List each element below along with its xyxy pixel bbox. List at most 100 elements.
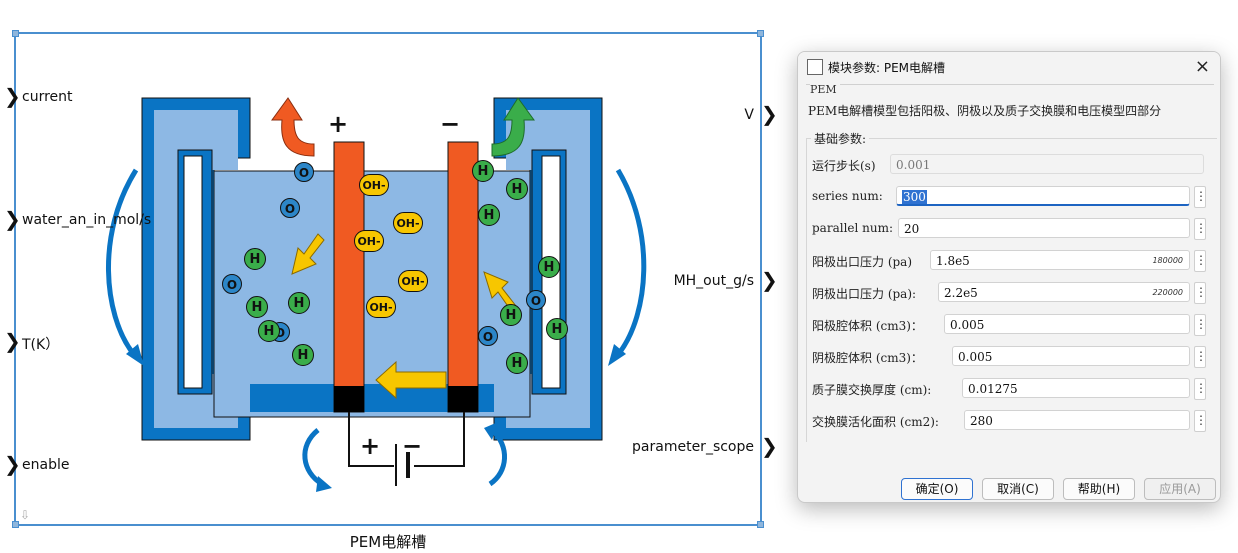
oxygen-atom: O [526, 290, 546, 310]
input-chevron-icon: ❯ [4, 207, 21, 231]
oh-ion: OH- [359, 174, 389, 196]
param-row: 阴极腔体积 (cm3)：0.005⋮ [812, 346, 1212, 368]
param-value: 20 [904, 222, 920, 236]
more-options-icon[interactable]: ⋮ [1194, 314, 1207, 336]
resize-handle[interactable] [757, 30, 764, 37]
param-row: 运行步长(s) 0.001 [812, 154, 1212, 176]
param-row: 阳极出口压力 (pa) 1.8e5 180000 ⋮ [812, 250, 1212, 272]
param-input[interactable]: 1.8e5 180000 [930, 250, 1190, 270]
block-parameters-dialog: 模块参数: PEM电解槽 × PEM PEM电解槽模型包括阳极、阴极以及质子交换… [797, 51, 1221, 503]
param-label: 阳极出口压力 (pa) [812, 255, 913, 269]
more-options-icon[interactable]: ⋮ [1194, 218, 1207, 240]
dialog-title: 模块参数: PEM电解槽 [828, 61, 946, 75]
more-options-icon[interactable]: ⋮ [1194, 410, 1207, 432]
block-name[interactable]: PEM电解槽 [349, 533, 427, 551]
hydrogen-atom: H [292, 344, 314, 366]
hydrogen-atom: H [500, 304, 522, 326]
hydrogen-atom: H [478, 204, 500, 226]
param-value: 0.01275 [968, 382, 1018, 396]
param-input[interactable]: 20 [898, 218, 1190, 238]
more-options-icon[interactable]: ⋮ [1194, 186, 1207, 208]
param-value: 2.2e5 [944, 286, 978, 300]
hydrogen-atom: H [258, 320, 280, 342]
param-value: 0.001 [896, 158, 931, 172]
input-port-current[interactable]: current [22, 89, 73, 105]
param-label: parallel num: [812, 221, 894, 235]
more-options-icon[interactable]: ⋮ [1194, 378, 1207, 400]
battery-plus-sign: + [360, 432, 381, 460]
param-input[interactable]: 0.005 [944, 314, 1190, 334]
param-row: 阴极出口压力 (pa): 2.2e5 220000 ⋮ [812, 282, 1212, 304]
oh-ion: OH- [393, 212, 423, 234]
oxygen-atom: O [280, 198, 300, 218]
group-label: 基础参数: [811, 130, 870, 147]
ok-button[interactable]: 确定(O) [901, 478, 973, 500]
param-row: series num: 300 ⋮ [812, 186, 1212, 208]
param-input[interactable]: 280 [964, 410, 1190, 430]
oh-ion: OH- [354, 230, 384, 252]
param-value: 300 [902, 190, 927, 204]
close-icon[interactable]: × [1194, 56, 1210, 77]
oh-ion: OH- [366, 296, 396, 318]
basic-parameters-group: 基础参数: 运行步长(s) 0.001 series num: 300 ⋮ paralle… [806, 130, 1217, 442]
oxygen-atom: O [478, 326, 498, 346]
hydrogen-atom: H [506, 178, 528, 200]
mask-description-group: PEM PEM电解槽模型包括阳极、阴极以及质子交换膜和电压模型四部分 [806, 83, 1214, 121]
simulink-block-icon [807, 59, 823, 75]
param-input[interactable]: 0.01275 [962, 378, 1190, 398]
output-port-parameter-scope[interactable]: parameter_scope [632, 439, 754, 455]
dialog-titlebar[interactable]: 模块参数: PEM电解槽 × [798, 52, 1220, 82]
step-size-field[interactable]: 0.001 [890, 154, 1204, 174]
input-port-enable[interactable]: enable [22, 457, 70, 473]
more-options-icon[interactable]: ⋮ [1194, 346, 1207, 368]
plus-sign: + [328, 110, 349, 138]
resize-handle[interactable] [757, 521, 764, 528]
input-chevron-icon: ❯ [4, 452, 21, 476]
output-port-v[interactable]: V [744, 107, 754, 123]
cancel-button[interactable]: 取消(C) [982, 478, 1054, 500]
param-input[interactable]: 0.005 [952, 346, 1190, 366]
param-label: 质子膜交换厚度 (cm): [812, 383, 932, 397]
oxygen-atom: O [222, 274, 242, 294]
param-value: 280 [970, 414, 993, 428]
input-chevron-icon: ❯ [4, 329, 21, 353]
oh-ion: OH- [398, 270, 428, 292]
apply-button[interactable]: 应用(A) [1144, 478, 1216, 500]
output-chevron-icon: ❯ [761, 102, 778, 126]
param-label: 阳极腔体积 (cm3)： [812, 319, 923, 333]
input-chevron-icon: ❯ [4, 84, 21, 108]
output-chevron-icon: ❯ [761, 434, 778, 458]
more-options-icon[interactable]: ⋮ [1194, 250, 1207, 272]
help-button[interactable]: 帮助(H) [1063, 478, 1135, 500]
input-port-temperature[interactable]: T(K） [22, 337, 60, 353]
param-label: 阴极出口压力 (pa): [812, 287, 917, 301]
param-label: series num: [812, 189, 883, 203]
input-port-water[interactable]: water_an_in_mol/s [22, 212, 152, 228]
resize-handle[interactable] [12, 521, 19, 528]
resize-handle[interactable] [12, 30, 19, 37]
evaluated-value: 180000 [1152, 256, 1183, 265]
evaluated-value: 220000 [1152, 288, 1183, 297]
param-value: 1.8e5 [936, 254, 970, 268]
more-options-icon[interactable]: ⋮ [1194, 282, 1207, 304]
param-label: 运行步长(s) [812, 159, 876, 173]
output-port-mh-out[interactable]: MH_out_g/s [673, 273, 754, 289]
minus-sign: − [440, 110, 461, 138]
output-chevron-icon: ❯ [761, 268, 778, 292]
param-input[interactable]: 2.2e5 220000 [938, 282, 1190, 302]
mask-description: PEM电解槽模型包括阳极、阴极以及质子交换膜和电压模型四部分 [808, 104, 1162, 118]
oxygen-atom: O [294, 162, 314, 182]
down-arrow-icon: ⇩ [20, 508, 31, 522]
param-row: 交换膜活化面积 (cm2):280⋮ [812, 410, 1212, 432]
hydrogen-atom: H [538, 256, 560, 278]
hydrogen-atom: H [288, 292, 310, 314]
param-value: 0.005 [958, 350, 993, 364]
hydrogen-atom: H [244, 248, 266, 270]
param-row: 质子膜交换厚度 (cm): 0.01275 ⋮ [812, 378, 1212, 400]
hydrogen-atom: H [246, 296, 268, 318]
battery-minus-sign: − [402, 432, 423, 460]
param-input[interactable]: 300 [896, 186, 1190, 206]
param-value: 0.005 [950, 318, 985, 332]
hydrogen-atom: H [546, 318, 568, 340]
